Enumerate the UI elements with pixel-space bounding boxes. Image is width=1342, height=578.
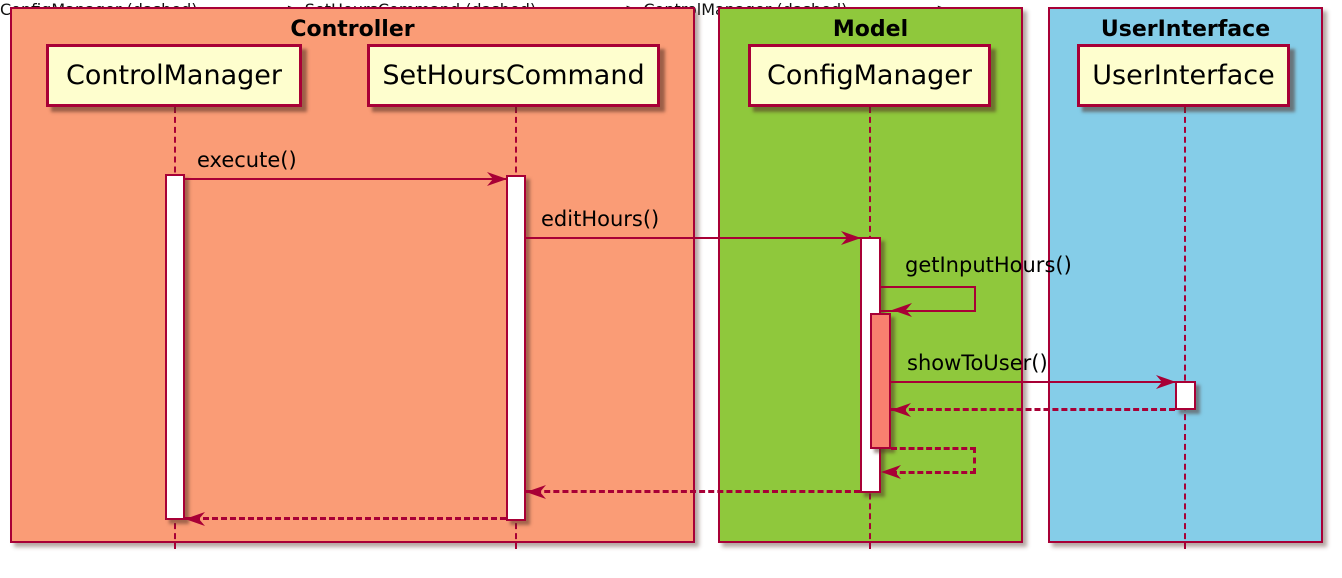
participant-configmanager: ConfigManager	[748, 44, 991, 107]
return-config-self-loop	[891, 447, 976, 474]
frame-userinterface-title: UserInterface	[1100, 17, 1271, 42]
participant-configmanager-label: ConfigManager	[767, 60, 972, 91]
message-edithours-label: editHours()	[541, 207, 660, 231]
arrowhead-left-icon	[526, 485, 546, 499]
arrowhead-left-icon	[892, 303, 912, 317]
frame-controller-title: Controller	[290, 17, 415, 42]
activation-sethourscommand	[506, 175, 526, 521]
arrowhead-left-icon	[185, 512, 205, 526]
return-config-to-sethours-line	[526, 490, 860, 493]
participant-controlmanager-label: ControlManager	[66, 60, 282, 91]
message-edithours-line	[526, 237, 860, 239]
arrowhead-left-icon	[891, 403, 911, 417]
message-showtouser-label: showToUser()	[907, 351, 1048, 375]
activation-controlmanager	[165, 174, 185, 520]
participant-sethourscommand-label: SetHoursCommand	[382, 60, 645, 91]
message-showtouser-line	[891, 381, 1175, 383]
participant-userinterface: UserInterface	[1077, 44, 1290, 107]
message-execute-line	[185, 178, 506, 180]
return-ui-to-config-line	[891, 408, 1175, 411]
activation-configmanager-nested	[870, 313, 891, 449]
arrowhead-right-icon	[487, 172, 507, 186]
arrowhead-right-icon	[1156, 375, 1176, 389]
activation-userinterface	[1175, 381, 1196, 410]
lifeline-userinterface	[1184, 107, 1186, 549]
message-execute-label: execute()	[197, 148, 297, 172]
frame-model-title: Model	[832, 17, 909, 42]
participant-sethourscommand: SetHoursCommand	[367, 44, 660, 107]
message-getinputhours-loop	[880, 286, 976, 312]
participant-userinterface-label: UserInterface	[1092, 60, 1275, 91]
return-sethours-to-control-line	[185, 517, 506, 520]
arrowhead-left-icon	[881, 465, 901, 479]
arrowhead-right-icon	[841, 231, 861, 245]
message-getinputhours-label: getInputHours()	[905, 253, 1072, 277]
participant-controlmanager: ControlManager	[46, 44, 302, 107]
